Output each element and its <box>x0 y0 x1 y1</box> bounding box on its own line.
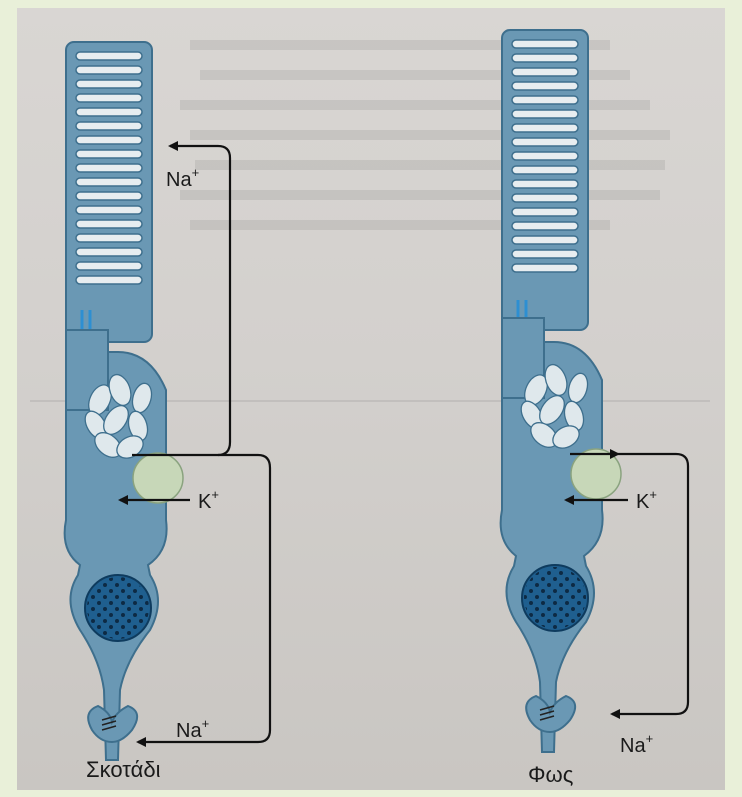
panel-light: K+ Na+ Φως <box>501 30 688 787</box>
pump-dark <box>133 453 183 503</box>
k-label-light: K+ <box>636 487 657 513</box>
photoreceptor-diagram: Na+ K+ Na+ Σκοτάδι <box>17 8 725 790</box>
k-label-dark: K+ <box>198 487 219 513</box>
na-label-top-dark: Na+ <box>166 165 199 191</box>
discs-dark <box>76 52 142 284</box>
panel-dark: Na+ K+ Na+ Σκοτάδι <box>65 42 270 782</box>
na-label-bottom-dark: Na+ <box>176 716 209 742</box>
caption-dark: Σκοτάδι <box>86 757 161 782</box>
caption-light: Φως <box>528 762 573 787</box>
pump-light <box>571 449 621 499</box>
na-label-bottom-light: Na+ <box>620 731 653 757</box>
discs-light <box>512 40 578 272</box>
textbook-page-photo: Na+ K+ Na+ Σκοτάδι <box>17 8 725 790</box>
